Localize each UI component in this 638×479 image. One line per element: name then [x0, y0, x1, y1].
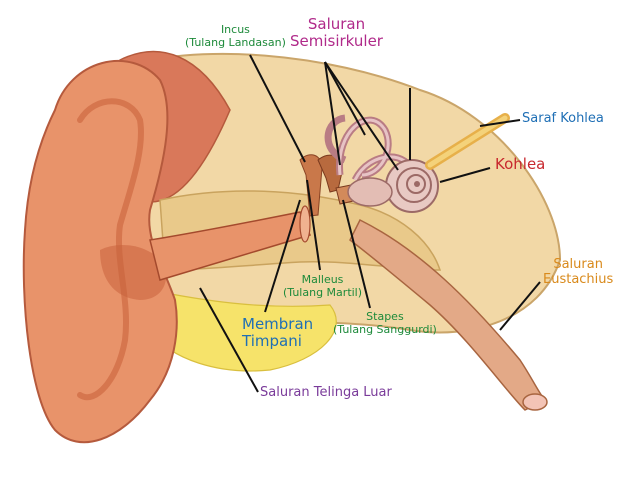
pinna-inner-fold [77, 98, 144, 400]
label-incus-line2: (Tulang Landasan) [185, 35, 286, 49]
label-cochlear-nerve: Saraf Kohlea [522, 111, 604, 127]
label-eustachian-line2: Eustachius [543, 271, 614, 287]
label-incus-line1: Incus [220, 23, 250, 36]
label-malleus-line2: (Tulang Martil) [283, 285, 363, 299]
label-stapes-line2: (Tulang Sanggurdi) [333, 322, 437, 336]
cochlear-nerve-shape [425, 113, 510, 170]
label-incus: Incus (Tulang Landasan) [185, 23, 286, 49]
label-cochlear-nerve-text: Saraf Kohlea [522, 111, 604, 126]
label-ear-canal-text: Saluran Telinga Luar [260, 385, 392, 400]
label-semicircular-line1: Saluran [307, 15, 366, 33]
label-eustachian: Saluran Eustachius [543, 257, 614, 288]
label-semicircular: Saluran Semisirkuler [290, 15, 383, 51]
label-eustachian-line1: Saluran [553, 257, 603, 272]
label-stapes-line1: Stapes [366, 310, 404, 323]
label-stapes: Stapes (Tulang Sanggurdi) [333, 310, 437, 336]
label-semicircular-line2: Semisirkuler [290, 32, 383, 51]
label-malleus-line1: Malleus [301, 273, 344, 286]
label-ear-canal: Saluran Telinga Luar [260, 385, 392, 401]
concha [100, 245, 167, 300]
label-malleus: Malleus (Tulang Martil) [283, 273, 363, 299]
ear-canal-shape [149, 211, 312, 281]
fat-layer [149, 289, 337, 372]
leader-lines [199, 54, 541, 393]
eardrum-shape [299, 205, 311, 243]
label-eardrum: Membran Timpani [242, 315, 314, 351]
label-eardrum-line2: Timpani [242, 332, 302, 351]
cochlea-shape [385, 159, 439, 213]
label-eardrum-line1: Membran [242, 315, 314, 333]
vestibule-shape [347, 177, 393, 207]
eustachian-tube-shape [349, 218, 548, 411]
label-cochlea-text: Kohlea [495, 155, 546, 173]
label-cochlea: Kohlea [495, 155, 546, 173]
